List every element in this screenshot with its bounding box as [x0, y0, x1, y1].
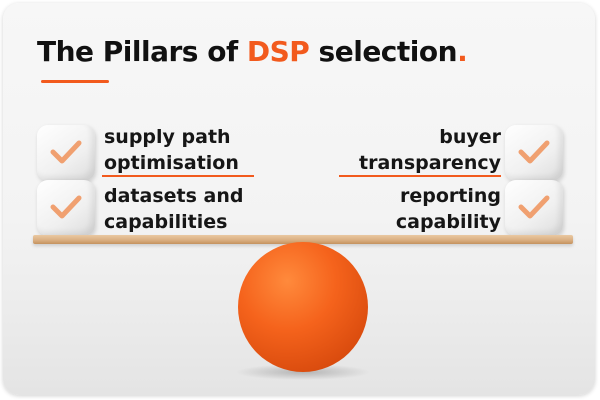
checkmark-icon [518, 140, 550, 164]
balance-plank [33, 235, 573, 244]
pillar-line: buyer [439, 126, 501, 148]
checkmark-icon [50, 195, 82, 219]
title-prefix: The Pillars of [37, 35, 247, 68]
checkmark-icon [50, 140, 82, 164]
pillar-line: optimisation [104, 152, 239, 174]
pillar-buyer-transparency: buyer transparency [359, 124, 501, 176]
pillar-line: capability [395, 211, 501, 233]
pillar-reporting-capability: reporting capability [396, 183, 501, 235]
infographic-card: The Pillars of DSP selection. supply pat… [3, 3, 595, 395]
pillar-underline [339, 175, 501, 177]
title-highlight: DSP [246, 35, 310, 68]
pillar-line: capabilities [104, 211, 228, 233]
pillar-underline [102, 175, 254, 177]
checkmark-cube-icon [37, 125, 95, 181]
pillar-line: reporting [399, 185, 501, 207]
title-underline [41, 80, 109, 83]
pillar-line: datasets and [104, 185, 244, 207]
ball-shadow [235, 364, 371, 380]
pillar-supply-path-optimisation: supply path optimisation [104, 124, 239, 176]
balance-ball-icon [238, 242, 368, 372]
checkmark-cube-icon [505, 125, 563, 181]
pillar-line: transparency [359, 152, 501, 174]
title-dot: . [457, 35, 468, 68]
pillar-datasets-and-capabilities: datasets and capabilities [104, 183, 243, 235]
checkmark-cube-icon [37, 180, 95, 236]
checkmark-icon [518, 195, 550, 219]
title-suffix: selection [309, 35, 458, 68]
page-title: The Pillars of DSP selection. [37, 35, 468, 68]
pillar-line: supply path [104, 126, 231, 148]
checkmark-cube-icon [505, 180, 563, 236]
